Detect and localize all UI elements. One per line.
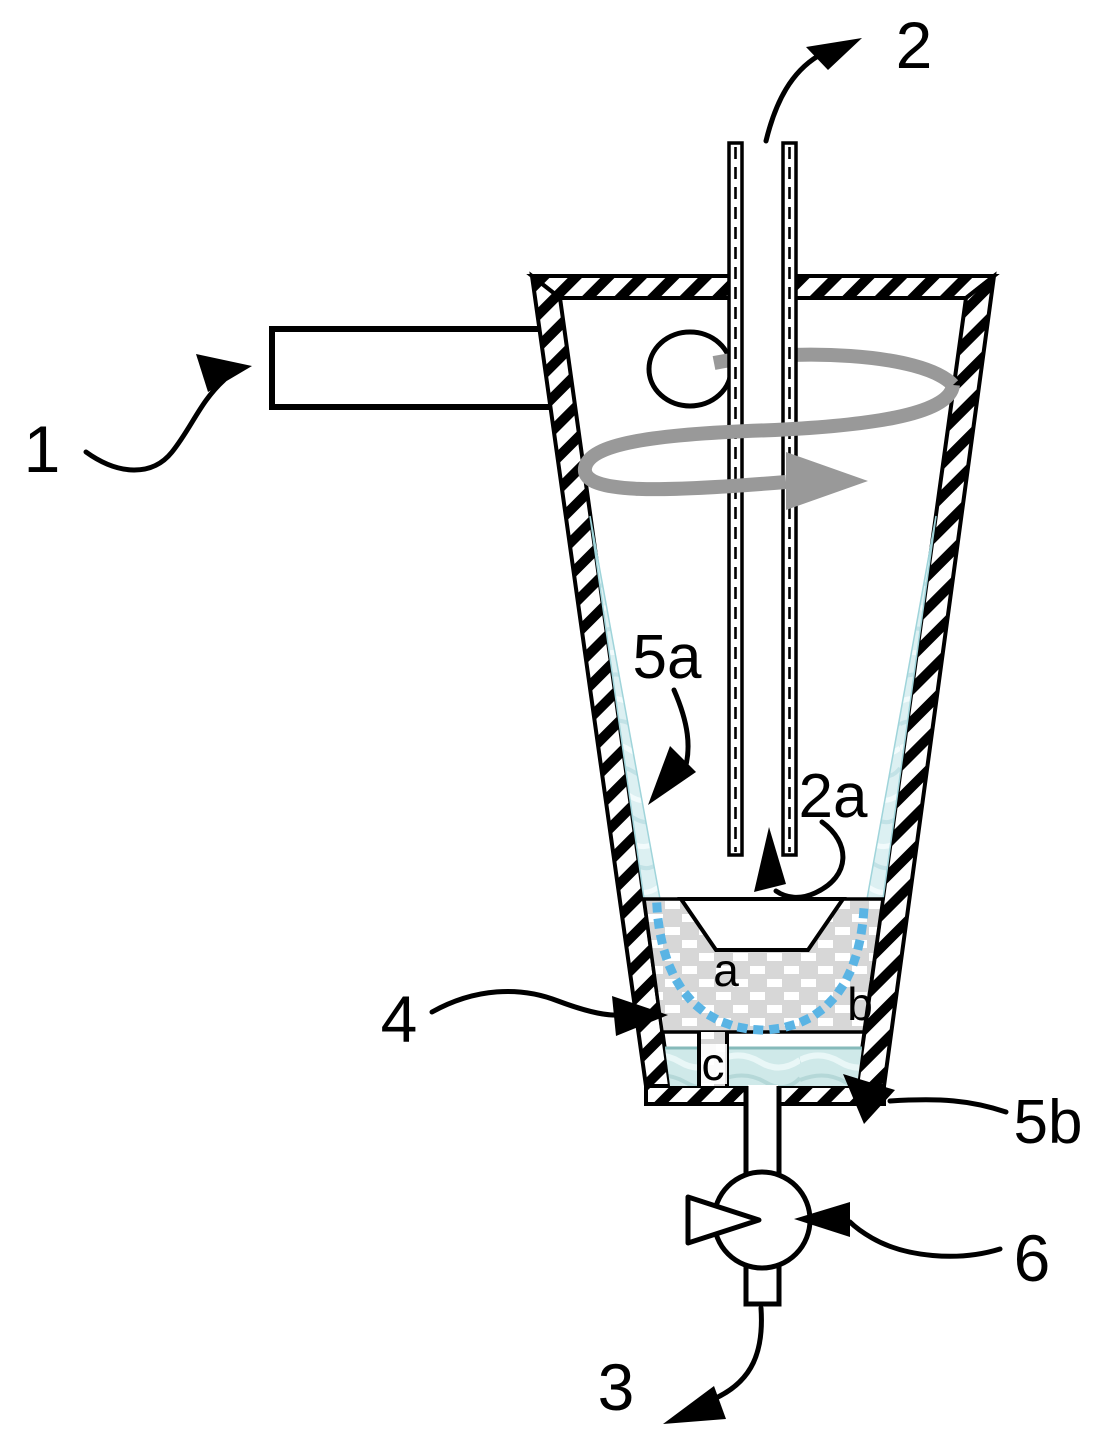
dotted-flow-path (652, 902, 869, 1035)
gas-outlet-tube (727, 141, 798, 857)
leader-arrowheads (196, 38, 895, 1424)
label-6: 6 (1014, 1221, 1051, 1295)
inlet-pipe (269, 326, 566, 410)
label-2-leader (763, 53, 821, 144)
label-2: 2 (896, 8, 933, 82)
drain-assembly (685, 1085, 813, 1307)
label-5a: 5a (633, 623, 702, 692)
label-1: 1 (24, 412, 61, 486)
arrowhead-3 (663, 1386, 726, 1424)
vortex-arrowhead (786, 452, 868, 510)
valve-actuator-triangle (685, 1194, 762, 1246)
label-zone-c: c (702, 1038, 725, 1090)
label-5b-leader (887, 1097, 1009, 1115)
arrowhead-5b (843, 1074, 895, 1124)
tube-interior (742, 143, 783, 856)
zone-c-label-plate (701, 1044, 727, 1084)
tube-left-wall (727, 141, 744, 857)
arrowhead-2a-up (754, 827, 786, 892)
downcomer-channel (697, 1032, 729, 1086)
label-5b: 5b (1014, 1088, 1083, 1157)
label-4-leader (429, 988, 623, 1018)
outlet-pipe-interior (748, 1086, 778, 1174)
label-1-leader (83, 377, 227, 473)
arrowhead-6 (794, 1202, 850, 1237)
label-2a: 2a (799, 762, 868, 831)
label-4: 4 (381, 982, 418, 1056)
label-6-leader (847, 1219, 1003, 1259)
arrowhead-1 (196, 354, 252, 392)
arrowhead-4 (612, 996, 668, 1036)
bottom-liquid-layer (665, 1048, 862, 1086)
arrowhead-5a (648, 746, 696, 805)
label-zone-a: a (713, 944, 739, 996)
reference-labels: 1 2 2a 3 4 5a 5b 6 a b c (24, 8, 1083, 1424)
vortex-spiral-front (578, 383, 960, 497)
label-2a-leader (773, 819, 846, 900)
label-zone-b: b (847, 978, 873, 1030)
arrowhead-2 (806, 38, 862, 70)
label-3-leader (715, 1305, 764, 1400)
label-3: 3 (598, 1350, 635, 1424)
